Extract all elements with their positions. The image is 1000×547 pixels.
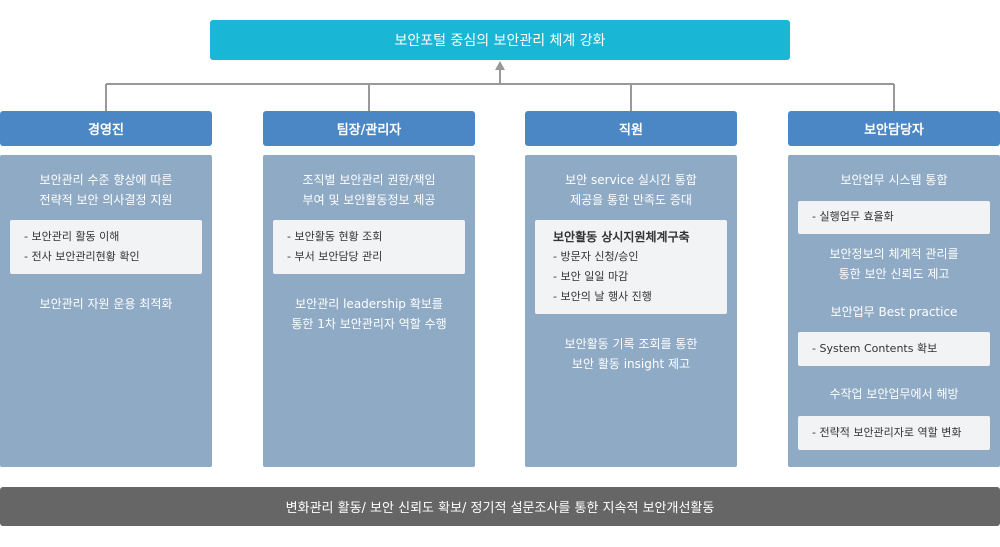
column-header-team-leaders: 팀장/관리자 xyxy=(263,111,475,146)
info-box: - 전략적 보안관리자로 역할 변화 xyxy=(798,416,990,450)
info-box-header: 보안활동 상시지원체계구축 xyxy=(553,230,690,244)
column-panel-security-officers: 보안업무 시스템 통합 - 실행업무 효율화 보안정보의 체계적 관리를 통한 … xyxy=(788,155,1000,467)
column-panel-team-leaders: 조직별 보안관리 권한/책임 부여 및 보안활동정보 제공 - 보안활동 현황 … xyxy=(263,155,475,467)
info-box: - 보안활동 현황 조회 - 부서 보안담당 관리 xyxy=(273,220,465,274)
bottom-banner: 변화관리 활동/ 보안 신뢰도 확보/ 정기적 설문조사를 통한 지속적 보안개… xyxy=(0,487,1000,526)
info-box: 보안활동 상시지원체계구축 - 방문자 신청/승인 - 보안 일일 마감 - 보… xyxy=(535,220,727,314)
arrow-up-icon xyxy=(495,61,505,70)
panel-text: 보안업무 Best practice xyxy=(830,305,958,319)
column-header-employees: 직원 xyxy=(525,111,737,146)
info-box: - System Contents 확보 xyxy=(798,332,990,366)
info-box: - 실행업무 효율화 xyxy=(798,201,990,234)
column-panel-employees: 보안 service 실시간 통합 제공을 통한 만족도 증대 보안활동 상시지… xyxy=(525,155,737,467)
panel-text: 보안 service 실시간 통합 제공을 통한 만족도 증대 xyxy=(565,173,697,207)
panel-text: 보안업무 시스템 통합 xyxy=(840,173,948,187)
panel-text: 보안관리 자원 운용 최적화 xyxy=(39,297,173,311)
panel-text: 조직별 보안관리 권한/책임 부여 및 보안활동정보 제공 xyxy=(302,173,436,207)
panel-text: 보안정보의 체계적 관리를 통한 보안 신뢰도 제고 xyxy=(829,247,959,281)
top-title-box: 보안포털 중심의 보안관리 체계 강화 xyxy=(210,20,790,60)
column-header-executives: 경영진 xyxy=(0,111,212,146)
panel-text: 보안관리 수준 향상에 따른 전략적 보안 의사결정 지원 xyxy=(39,173,173,207)
column-panel-executives: 보안관리 수준 향상에 따른 전략적 보안 의사결정 지원 - 보안관리 활동 … xyxy=(0,155,212,467)
panel-text: 보안활동 기록 조회를 통한 보안 활동 insight 제고 xyxy=(564,337,698,371)
connector-lines xyxy=(105,61,895,112)
bottom-banner-text: 변화관리 활동/ 보안 신뢰도 확보/ 정기적 설문조사를 통한 지속적 보안개… xyxy=(285,501,715,516)
panel-text: 보안관리 leadership 확보를 통한 1차 보안관리자 역할 수행 xyxy=(291,297,447,331)
top-title: 보안포털 중심의 보안관리 체계 강화 xyxy=(394,33,606,49)
panel-text: 수작업 보안업무에서 해방 xyxy=(829,387,959,401)
info-box: - 보안관리 활동 이해 - 전사 보안관리현황 확인 xyxy=(10,220,202,274)
column-header-security-officers: 보안담당자 xyxy=(788,111,1000,146)
